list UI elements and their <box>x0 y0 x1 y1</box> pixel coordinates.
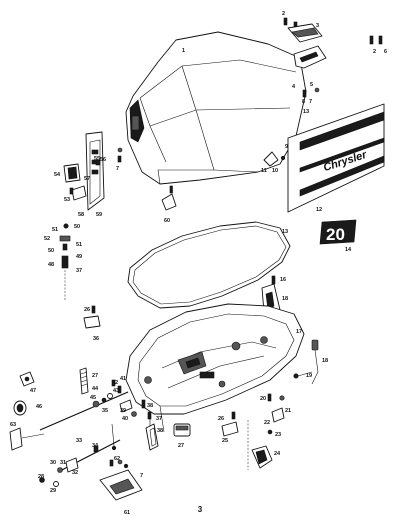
callout-31: 31 <box>60 460 66 466</box>
rod-assembly <box>39 439 129 487</box>
callout-37a: 37 <box>76 268 82 274</box>
clip-parts-26-36 <box>83 305 101 329</box>
callout-28: 28 <box>38 474 44 480</box>
callout-1: 1 <box>182 48 185 54</box>
page-number: 3 <box>198 505 203 514</box>
callout-40: 40 <box>122 416 128 422</box>
callout-18b: 18 <box>322 358 328 364</box>
callout-12: 12 <box>316 207 322 213</box>
callout-54: 54 <box>54 172 61 178</box>
callout-36: 36 <box>93 336 99 342</box>
callout-26a: 26 <box>84 307 90 313</box>
callout-10: 10 <box>272 168 278 174</box>
callout-7a: 7 <box>309 99 312 105</box>
callout-19: 19 <box>306 373 312 379</box>
clip-parts-25-26 <box>221 411 239 437</box>
callout-63: 63 <box>10 422 16 428</box>
callout-33: 33 <box>76 438 82 444</box>
chrysler-decal: Chrysler <box>287 103 385 213</box>
link-parts-36-38 <box>111 423 159 451</box>
latch-lever-assembly <box>63 131 105 211</box>
callout-48: 48 <box>48 262 54 268</box>
callout-17: 17 <box>296 329 302 335</box>
callout-49: 49 <box>76 254 82 260</box>
callout-6: 6 <box>384 49 387 55</box>
shift-lever-63 <box>9 427 45 451</box>
top-bracket-assembly <box>283 17 383 98</box>
bushing-46 <box>13 400 27 416</box>
callout-2a: 2 <box>282 11 285 17</box>
lower-motor-pan <box>125 303 305 440</box>
callout-26b: 26 <box>218 416 224 422</box>
hp-decal-text: 20 <box>326 225 345 244</box>
callout-60: 60 <box>164 218 170 224</box>
callout-27a: 27 <box>92 373 98 379</box>
cowl-seal <box>127 221 291 309</box>
callout-14: 14 <box>345 247 352 253</box>
callout-22: 22 <box>264 420 270 426</box>
callout-5: 5 <box>310 82 313 88</box>
callout-38b: 38 <box>157 428 163 434</box>
motor-cover-hood <box>125 31 307 185</box>
callout-41: 41 <box>120 376 126 382</box>
callout-58: 58 <box>78 212 84 218</box>
callout-35: 35 <box>102 408 108 414</box>
callout-16: 16 <box>280 277 286 283</box>
callout-38a: 38 <box>147 403 153 409</box>
callout-8: 8 <box>302 99 305 105</box>
latch-pin-stack <box>59 223 71 300</box>
fuel-connector-assembly <box>247 339 319 470</box>
callout-23: 23 <box>275 432 281 438</box>
callout-50a: 50 <box>74 224 80 230</box>
callout-25: 25 <box>222 438 228 444</box>
callout-53: 53 <box>64 197 70 203</box>
callout-30: 30 <box>50 460 56 466</box>
callout-13b: 13 <box>282 229 288 235</box>
callout-62: 62 <box>114 456 120 462</box>
callout-34: 34 <box>92 443 99 449</box>
callout-24: 24 <box>274 451 281 457</box>
callout-7c: 7 <box>140 473 143 479</box>
callout-56: 56 <box>100 157 106 163</box>
callout-37b: 37 <box>156 416 162 422</box>
callout-11: 11 <box>261 168 267 174</box>
callout-29: 29 <box>50 488 56 494</box>
callout-51b: 51 <box>76 242 82 248</box>
callout-50b: 50 <box>48 248 54 254</box>
callout-42: 42 <box>112 380 118 386</box>
callout-47: 47 <box>30 388 36 394</box>
grommet-27 <box>79 367 89 395</box>
callouts: 1 2 2 3 4 5 6 7 7 7 8 9 10 11 12 13 13 1… <box>10 11 387 516</box>
callout-3: 3 <box>316 23 319 29</box>
callout-13a: 13 <box>303 109 309 115</box>
callout-55: 55 <box>94 156 100 162</box>
grommet-27-lower <box>173 423 191 437</box>
callout-9: 9 <box>285 144 288 150</box>
callout-20: 20 <box>260 396 266 402</box>
callout-39: 39 <box>120 408 126 414</box>
callout-18a: 18 <box>282 296 288 302</box>
callout-7b: 7 <box>116 166 119 172</box>
callout-52: 52 <box>44 236 50 242</box>
callout-51a: 51 <box>52 227 58 233</box>
callout-44: 44 <box>92 386 99 392</box>
cover-clip-parts <box>117 147 286 211</box>
callout-21: 21 <box>285 408 291 414</box>
callout-59: 59 <box>96 212 102 218</box>
hp-decal: 20 <box>319 219 357 245</box>
callout-46: 46 <box>36 404 42 410</box>
fitting-47 <box>19 371 35 387</box>
callout-27b: 27 <box>178 443 184 449</box>
callout-2b: 2 <box>373 49 376 55</box>
callout-61: 61 <box>124 510 130 516</box>
throttle-linkage <box>39 379 152 431</box>
callout-4: 4 <box>292 84 296 90</box>
callout-43: 43 <box>113 388 119 394</box>
callout-57: 57 <box>84 176 90 182</box>
callout-45: 45 <box>90 395 96 401</box>
callout-32: 32 <box>72 470 78 476</box>
handle-grip-61 <box>99 469 143 501</box>
